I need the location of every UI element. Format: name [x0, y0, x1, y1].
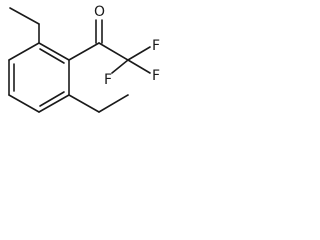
- ethyl-bond: [9, 7, 40, 25]
- fluorine-atom-label: F: [152, 38, 160, 54]
- ethyl-bond: [68, 94, 100, 113]
- trifluoroacetyl-group: [68, 19, 151, 74]
- chemical-structure-diagram: O F F F: [8, 4, 160, 113]
- ring-bond-c6-c1: [8, 42, 40, 61]
- ethyl-bond: [98, 94, 129, 113]
- carbonyl-to-cf3-bond: [98, 42, 129, 61]
- ring-bond-c3-c4: [38, 94, 70, 113]
- fluorine-atom-label: F: [104, 72, 112, 88]
- c-f-bond: [111, 59, 129, 74]
- ring-to-carbonyl-bond: [68, 42, 100, 61]
- c-f-bond: [127, 59, 151, 74]
- ring-bond-c1-c2: [38, 42, 70, 61]
- benzene-ring: [8, 42, 70, 113]
- ring-bond-c4-c5: [8, 94, 40, 113]
- ring-inner-double-bond: [39, 91, 65, 107]
- fluorine-atom-label: F: [152, 68, 160, 84]
- ring-inner-double-bond: [39, 48, 65, 64]
- oxygen-atom-label: O: [94, 4, 105, 20]
- ethyl-group-top: [9, 7, 40, 44]
- ethyl-group-bottom: [68, 94, 129, 113]
- c-f-bond: [127, 46, 151, 61]
